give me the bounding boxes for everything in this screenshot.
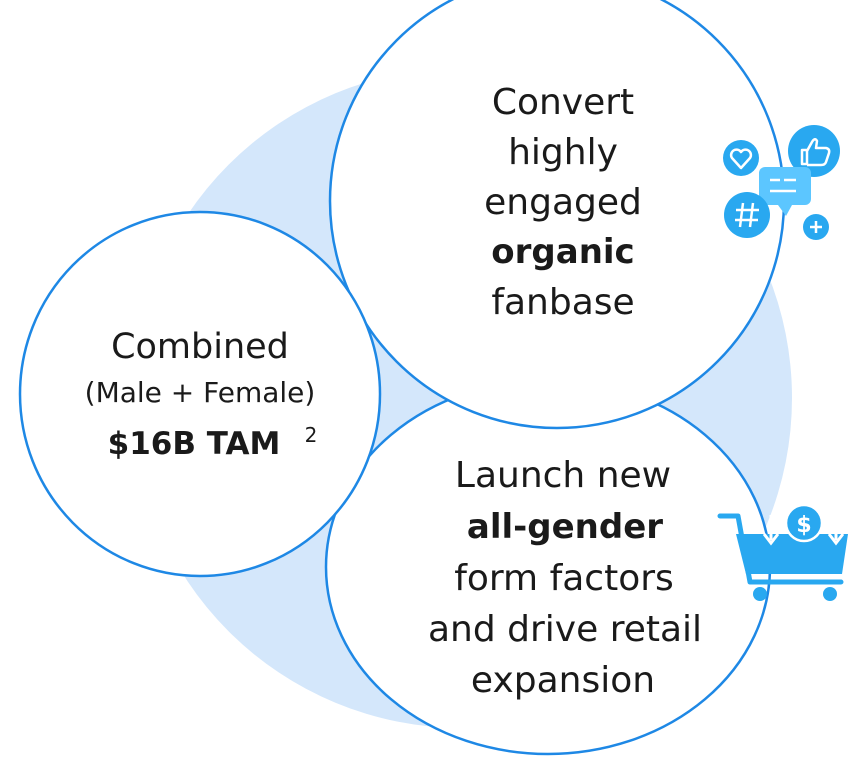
- hashtag-icon: [724, 192, 770, 238]
- left-circle-line1: Combined: [111, 327, 289, 367]
- dollar-coin-icon: $: [784, 503, 824, 543]
- bottom-circle-line3: form factors: [454, 558, 674, 599]
- left-circle: Combined (Male + Female) $16B TAM 2: [18, 210, 382, 578]
- down-arrow-icon: [762, 515, 845, 546]
- thumbs-up-icon: [788, 125, 840, 177]
- bottom-circle-bold-line: all-gender: [467, 507, 663, 547]
- bottom-circle-line5: expansion: [471, 660, 655, 701]
- top-circle-line3: engaged: [484, 182, 642, 223]
- bottom-circle-line1: Launch new: [455, 455, 671, 496]
- heart-icon: [723, 140, 759, 176]
- left-circle-superscript: 2: [305, 423, 318, 447]
- left-circle-bold-line: $16B TAM: [108, 426, 281, 462]
- plus-icon: [803, 214, 829, 240]
- bottom-circle-line4: and drive retail: [428, 609, 702, 650]
- top-circle-line5: fanbase: [491, 282, 634, 323]
- top-circle-line1: Convert: [492, 82, 634, 123]
- chat-bubble-icon: [759, 167, 811, 216]
- coin-symbol: $: [796, 513, 811, 538]
- social-icons: [723, 125, 840, 240]
- shopping-cart-icon: $: [717, 503, 848, 601]
- left-circle-line2: (Male + Female): [85, 376, 316, 409]
- top-circle-bold-line: organic: [491, 232, 634, 272]
- bottom-circle: Launch new all-gender form factors and d…: [324, 378, 772, 756]
- top-circle: Convert highly engaged organic fanbase: [328, 0, 786, 430]
- top-circle-line2: highly: [508, 132, 618, 173]
- left-circle-shape: [18, 210, 382, 578]
